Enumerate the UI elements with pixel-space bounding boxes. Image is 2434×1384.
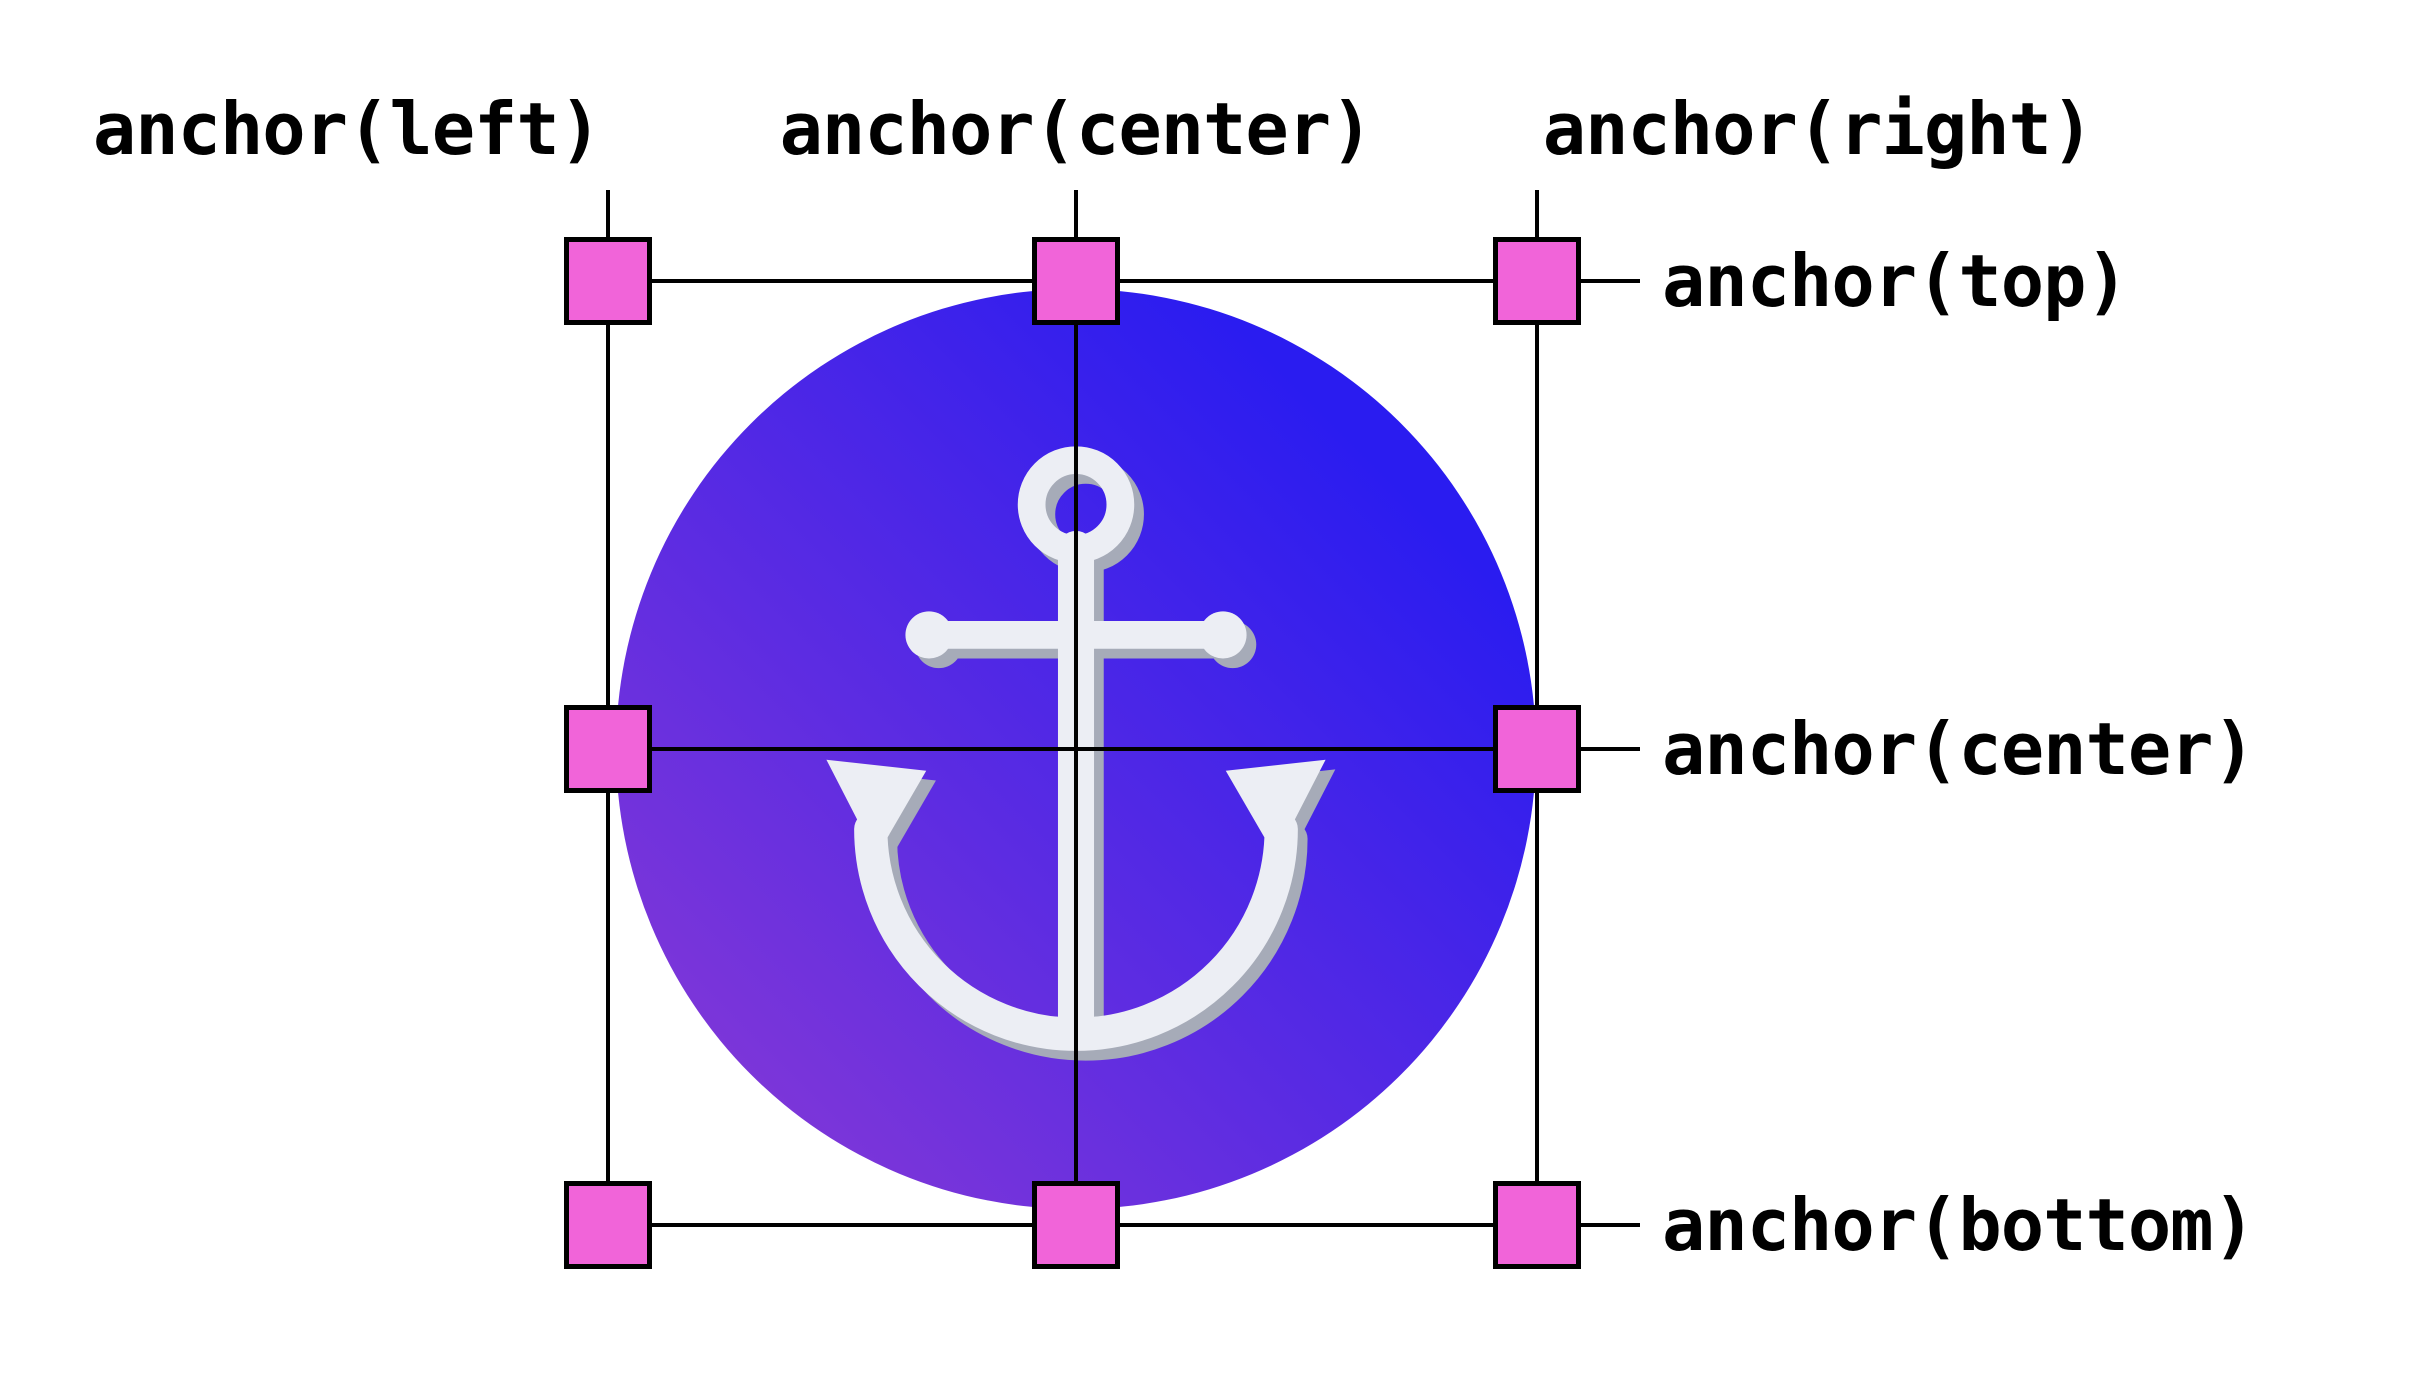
anchor-handle-bottom-right — [1493, 1181, 1581, 1269]
anchor-handle-top-center — [1032, 237, 1120, 325]
label-anchor-top: anchor(top) — [1662, 239, 2129, 323]
anchor-handle-bottom-left — [564, 1181, 652, 1269]
label-anchor-left: anchor(left) — [92, 87, 602, 171]
label-anchor-center-right: anchor(center) — [1662, 707, 2256, 791]
label-anchor-bottom: anchor(bottom) — [1662, 1183, 2256, 1267]
anchor-handle-middle-left — [564, 705, 652, 793]
anchor-handle-top-left — [564, 237, 652, 325]
anchor-handle-top-right — [1493, 237, 1581, 325]
anchor-handle-middle-right — [1493, 705, 1581, 793]
label-anchor-center-top: anchor(center) — [779, 87, 1374, 171]
label-anchor-right: anchor(right) — [1542, 87, 2095, 171]
anchor-handle-bottom-center — [1032, 1181, 1120, 1269]
